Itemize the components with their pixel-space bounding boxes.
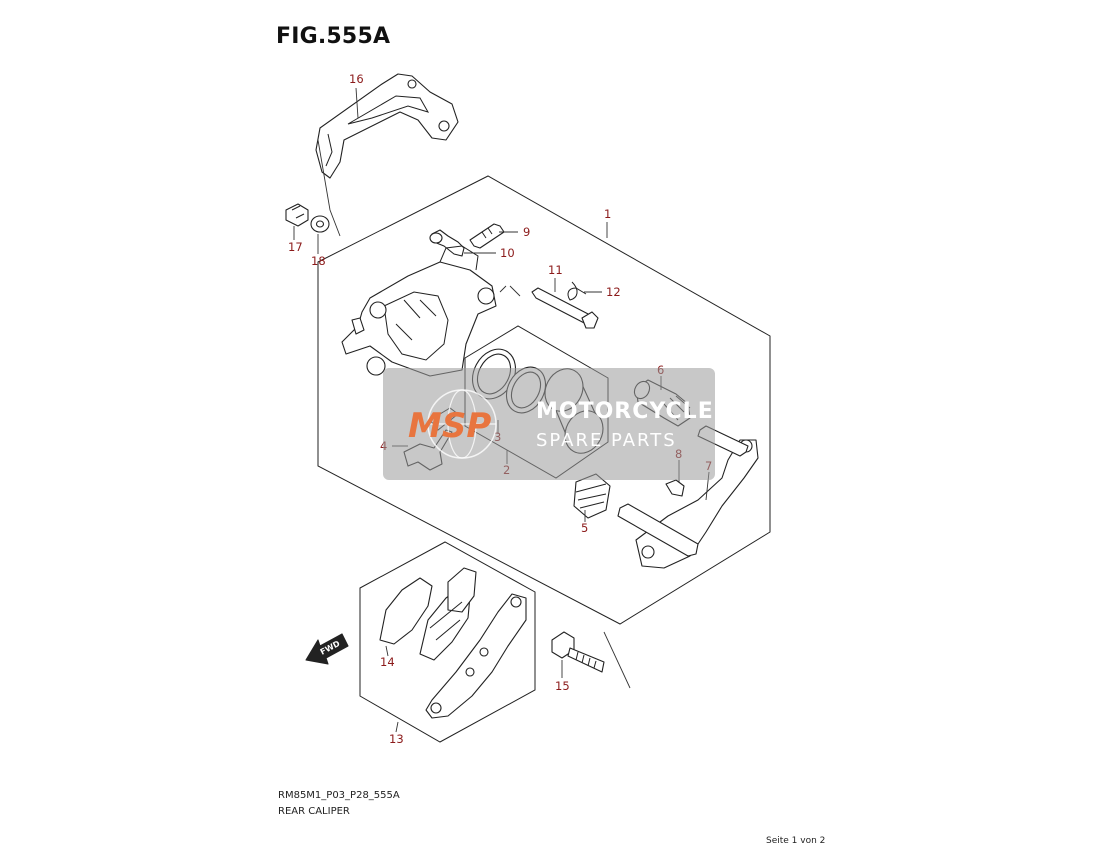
brake-pad-part <box>379 567 477 661</box>
mounting-bolt-part <box>551 631 605 673</box>
callout-14: 14 <box>380 655 395 669</box>
bleeder-cap-part <box>429 229 465 257</box>
callout-16: 16 <box>349 72 364 86</box>
model-code: RM85M1_P03_P28_555A <box>278 790 400 801</box>
bracket-bolt-part <box>285 203 309 227</box>
pin-clip-part <box>567 281 587 301</box>
callout-1: 1 <box>604 207 611 221</box>
pad-pin-part <box>531 287 599 329</box>
leader-lines <box>293 87 710 733</box>
watermark-line2: SPARE PARTS <box>536 430 677 451</box>
diagram-caption: REAR CALIPER <box>278 806 350 817</box>
watermark: MSP MOTORCYCLE SPARE PARTS <box>383 368 715 480</box>
callout-12: 12 <box>606 285 621 299</box>
retainer-spring-part <box>665 479 685 497</box>
figure-title: FIG.555A <box>276 24 391 49</box>
caliper-bracket-part <box>315 73 459 179</box>
pad-shim-part <box>425 593 527 719</box>
washer-part <box>310 215 330 233</box>
callout-9: 9 <box>523 225 530 239</box>
callout-10: 10 <box>500 246 515 260</box>
callout-11: 11 <box>548 263 563 277</box>
watermark-line1: MOTORCYCLE <box>536 399 714 424</box>
caliper-body-part <box>341 245 497 377</box>
callout-13: 13 <box>389 732 404 746</box>
callout-15: 15 <box>555 679 570 693</box>
page-label: Seite 1 von 2 <box>766 836 826 846</box>
pad-set-outline <box>359 541 536 743</box>
callout-18: 18 <box>311 254 326 268</box>
forward-direction-arrow: FWD <box>305 633 349 665</box>
callout-5: 5 <box>581 521 588 535</box>
bleeder-valve-part <box>469 223 505 249</box>
watermark-logo: MSP <box>408 406 491 446</box>
pin-boot-part <box>573 473 611 519</box>
callout-17: 17 <box>288 240 303 254</box>
caliper-assembly-outline <box>317 175 771 625</box>
